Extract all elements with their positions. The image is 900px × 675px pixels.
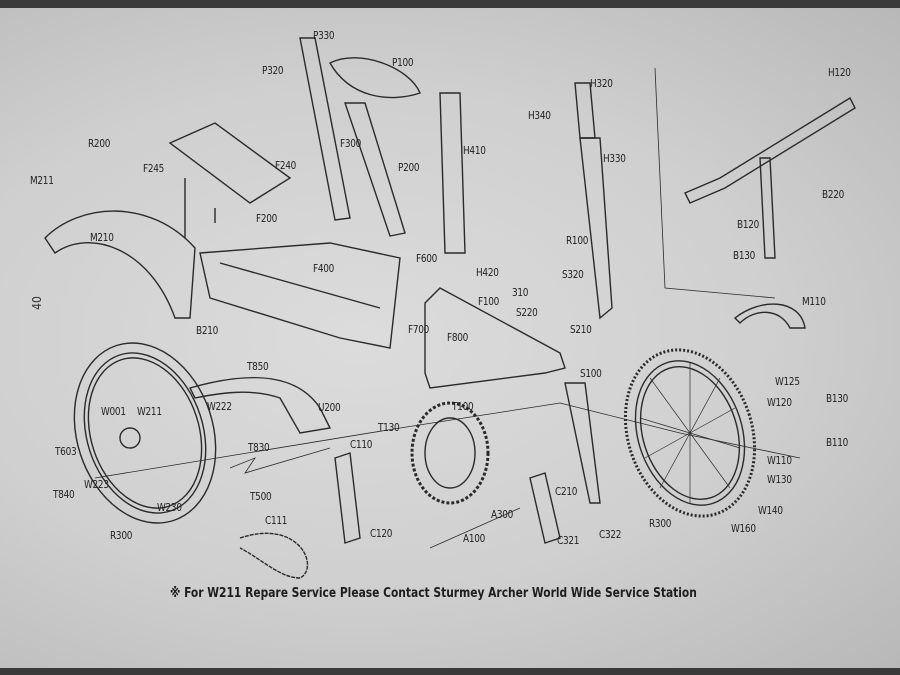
part-label: H120 — [828, 66, 851, 79]
part-label: W110 — [767, 454, 792, 467]
part-label: B210 — [196, 324, 219, 337]
part-label: W223 — [84, 478, 109, 491]
part-label: A300 — [491, 508, 514, 521]
part-label: B130 — [826, 392, 849, 405]
part-label: B120 — [737, 218, 760, 231]
part-label: W120 — [767, 396, 792, 409]
part-label: R300 — [110, 529, 133, 542]
part-label: F700 — [408, 323, 430, 336]
part-label: W222 — [207, 400, 232, 413]
part-label: U200 — [318, 401, 341, 414]
part-label: B130 — [733, 249, 756, 262]
part-label: W211 — [137, 405, 162, 418]
part-label: T500 — [250, 490, 272, 503]
page-number: 40 — [29, 296, 44, 310]
part-label: H410 — [463, 144, 486, 157]
rack-and-fenders — [44, 122, 806, 434]
part-label: F300 — [340, 137, 362, 150]
part-label: W125 — [775, 375, 800, 388]
part-label: P100 — [392, 56, 414, 69]
part-label: H320 — [590, 77, 613, 90]
part-label: C321 — [557, 534, 580, 547]
part-label: T840 — [53, 488, 75, 501]
part-label: T130 — [378, 421, 400, 434]
part-label: H420 — [476, 266, 499, 279]
part-label: F100 — [478, 295, 500, 308]
part-label: T603 — [55, 445, 77, 458]
part-label: H340 — [528, 109, 551, 122]
part-label: F240 — [275, 159, 297, 172]
part-label: C210 — [555, 485, 578, 498]
part-label: C110 — [350, 438, 373, 451]
part-label: T850 — [247, 360, 269, 373]
service-note-caption: ※ For W211 Repare Service Please Contact… — [170, 585, 697, 601]
part-label: P330 — [313, 29, 335, 42]
part-label: C111 — [265, 514, 288, 527]
part-label: F400 — [313, 262, 335, 275]
part-label: F245 — [143, 162, 165, 175]
front-wheel — [623, 348, 757, 518]
drivetrain — [239, 401, 561, 579]
manual-page: 40 P330 P320 P100 R200 F245 F240 M211 M2… — [0, 8, 900, 668]
part-label: M211 — [30, 174, 54, 187]
part-label: W140 — [758, 504, 783, 517]
part-label: A100 — [463, 532, 486, 545]
part-label: S320 — [562, 268, 584, 281]
rear-wheel — [73, 342, 217, 524]
part-label: C120 — [370, 527, 393, 540]
part-label: M110 — [802, 295, 826, 308]
part-label: S220 — [516, 306, 538, 319]
part-label: 310 — [512, 286, 529, 299]
part-label: R100 — [566, 234, 589, 247]
part-label: W130 — [767, 473, 792, 486]
part-label: T100 — [452, 400, 474, 413]
leader-lines — [94, 67, 801, 549]
frame — [199, 37, 613, 504]
part-label: F800 — [447, 331, 469, 344]
part-label: P200 — [398, 161, 420, 174]
part-label: C322 — [599, 528, 622, 541]
part-label: W230 — [157, 501, 182, 514]
part-label: R300 — [649, 517, 672, 530]
part-label: F200 — [256, 212, 278, 225]
part-label: B220 — [822, 188, 845, 201]
part-label: S100 — [580, 367, 602, 380]
part-label: P320 — [262, 64, 284, 77]
part-label: R200 — [88, 137, 111, 150]
part-label: S210 — [570, 323, 592, 336]
handlebar — [684, 97, 856, 259]
part-label: H330 — [603, 152, 626, 165]
part-label: B110 — [826, 436, 849, 449]
part-label: T830 — [248, 441, 270, 454]
part-label: M210 — [90, 231, 114, 244]
part-label: F600 — [416, 252, 438, 265]
part-label: W001 — [101, 405, 126, 418]
part-label: W160 — [731, 522, 756, 535]
exploded-bicycle-diagram — [44, 37, 856, 579]
